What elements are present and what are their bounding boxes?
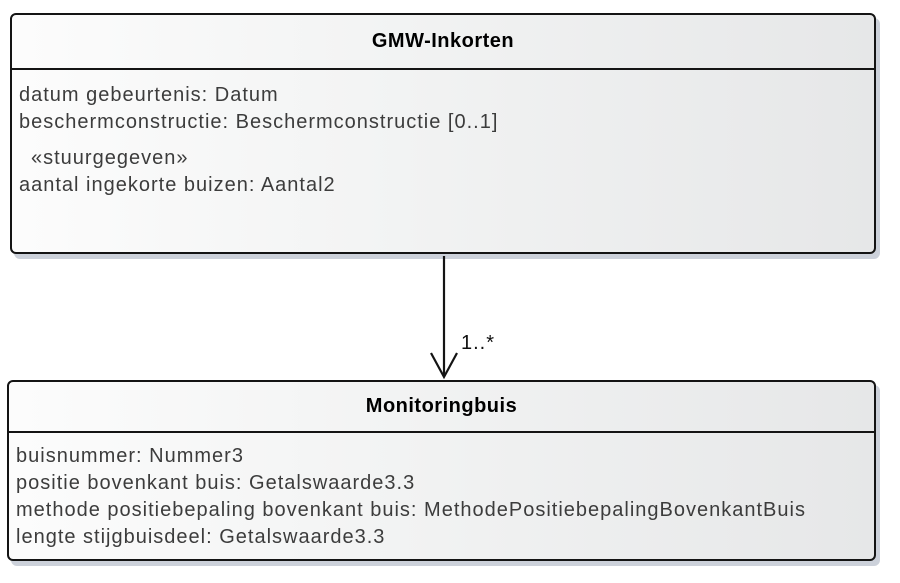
class-title-monitoringbuis: Monitoringbuis [365,395,518,417]
stereotype-group: «stuurgegeven» aantal ingekorte buizen: … [19,145,868,199]
stereotype-stuurgegeven: «stuurgegeven» [31,147,189,169]
attribute-positie-bovenkant-buis: positie bovenkant buis: Getalswaarde3.3 [16,472,416,494]
attribute-datum-gebeurtenis: datum gebeurtenis: Datum [19,84,279,106]
class-box-gmw-inkorten: GMW-Inkorten datum gebeurtenis: Datum be… [10,13,876,254]
class-attributes-monitoringbuis: buisnummer: Nummer3 positie bovenkant bu… [9,433,874,551]
class-title-gmw-inkorten: GMW-Inkorten [371,30,515,52]
attribute-aantal-ingekorte-buizen: aantal ingekorte buizen: Aantal2 [19,174,336,196]
attribute-lengte-stijgbuisdeel: lengte stijgbuisdeel: Getalswaarde3.3 [16,526,386,548]
open-arrowhead-icon [430,352,458,380]
class-box-monitoringbuis: Monitoringbuis buisnummer: Nummer3 posit… [7,380,876,561]
class-header-gmw-inkorten: GMW-Inkorten [12,15,874,70]
class-attributes-gmw-inkorten: datum gebeurtenis: Datum beschermconstru… [12,70,874,199]
class-header-monitoringbuis: Monitoringbuis [9,382,874,433]
multiplicity-label: 1..* [461,332,496,354]
attribute-methode-positiebepaling: methode positiebepaling bovenkant buis: … [16,499,806,521]
attribute-beschermconstructie: beschermconstructie: Beschermconstructie… [19,111,499,133]
attribute-buisnummer: buisnummer: Nummer3 [16,445,244,467]
